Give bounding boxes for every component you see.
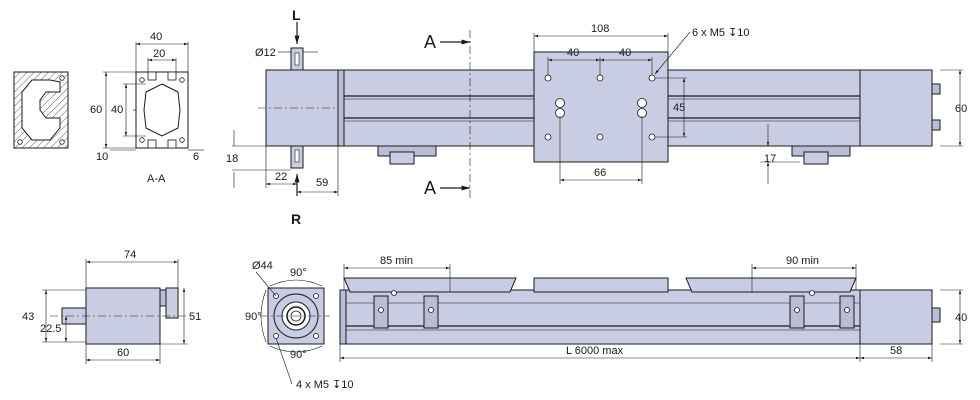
- dim-22-5: 22.5: [40, 323, 61, 335]
- dim-10: 10: [96, 151, 108, 163]
- angle-90-bottom: 90°: [290, 349, 307, 361]
- callout-flange-holes: 4 x M5 ↧10: [296, 379, 354, 391]
- dim-20: 20: [153, 48, 165, 60]
- carriage-holes: [544, 74, 656, 141]
- callout-carriage-holes: 6 x M5 ↧10: [692, 27, 750, 39]
- section-hatched-profile: [13, 71, 69, 149]
- dim-85-min: 85 min: [380, 255, 413, 267]
- angle-90-top: 90°: [290, 267, 307, 279]
- dim-17: 17: [764, 153, 776, 165]
- dim-d44: Ø44: [252, 260, 273, 272]
- dim-length: L 6000 max: [566, 345, 624, 357]
- side-view: [260, 277, 941, 345]
- dim-d12: Ø12: [255, 47, 276, 59]
- section-profile-outline: [133, 71, 189, 149]
- dim-45: 45: [673, 102, 685, 114]
- dim-66: 66: [594, 167, 606, 179]
- dim-108: 108: [591, 23, 609, 35]
- section-marker-a-bottom: A: [424, 178, 436, 198]
- motor-side-view: [50, 287, 190, 345]
- dim-43: 43: [22, 311, 34, 323]
- dim-6: 6: [193, 151, 199, 163]
- dim-40-vertical: 40: [111, 104, 123, 116]
- dim-59: 59: [316, 177, 328, 189]
- end-cap: [859, 69, 933, 147]
- dim-58: 58: [890, 345, 902, 357]
- label-l: L: [292, 7, 301, 23]
- top-view: [258, 30, 941, 200]
- dim-40-right: 40: [619, 47, 631, 59]
- label-r: R: [291, 211, 301, 227]
- carriage: [533, 51, 669, 163]
- side-end-cap: [859, 289, 933, 345]
- dim-51: 51: [189, 311, 201, 323]
- dim-60-right: 60: [955, 103, 967, 115]
- dim-74: 74: [124, 249, 136, 261]
- dim-40-left: 40: [567, 47, 579, 59]
- angle-90-left: 90°: [245, 311, 262, 323]
- dim-22: 22: [275, 171, 287, 183]
- section-label: A-A: [147, 173, 166, 185]
- side-rail: [339, 289, 861, 345]
- section-marker-a-top: A: [424, 32, 436, 52]
- dim-40-side: 40: [955, 312, 967, 324]
- dim-18: 18: [226, 153, 238, 165]
- dim-40: 40: [150, 31, 162, 43]
- dim-60: 60: [90, 104, 102, 116]
- dim-90-min: 90 min: [786, 255, 819, 267]
- dim-60-motor: 60: [117, 347, 129, 359]
